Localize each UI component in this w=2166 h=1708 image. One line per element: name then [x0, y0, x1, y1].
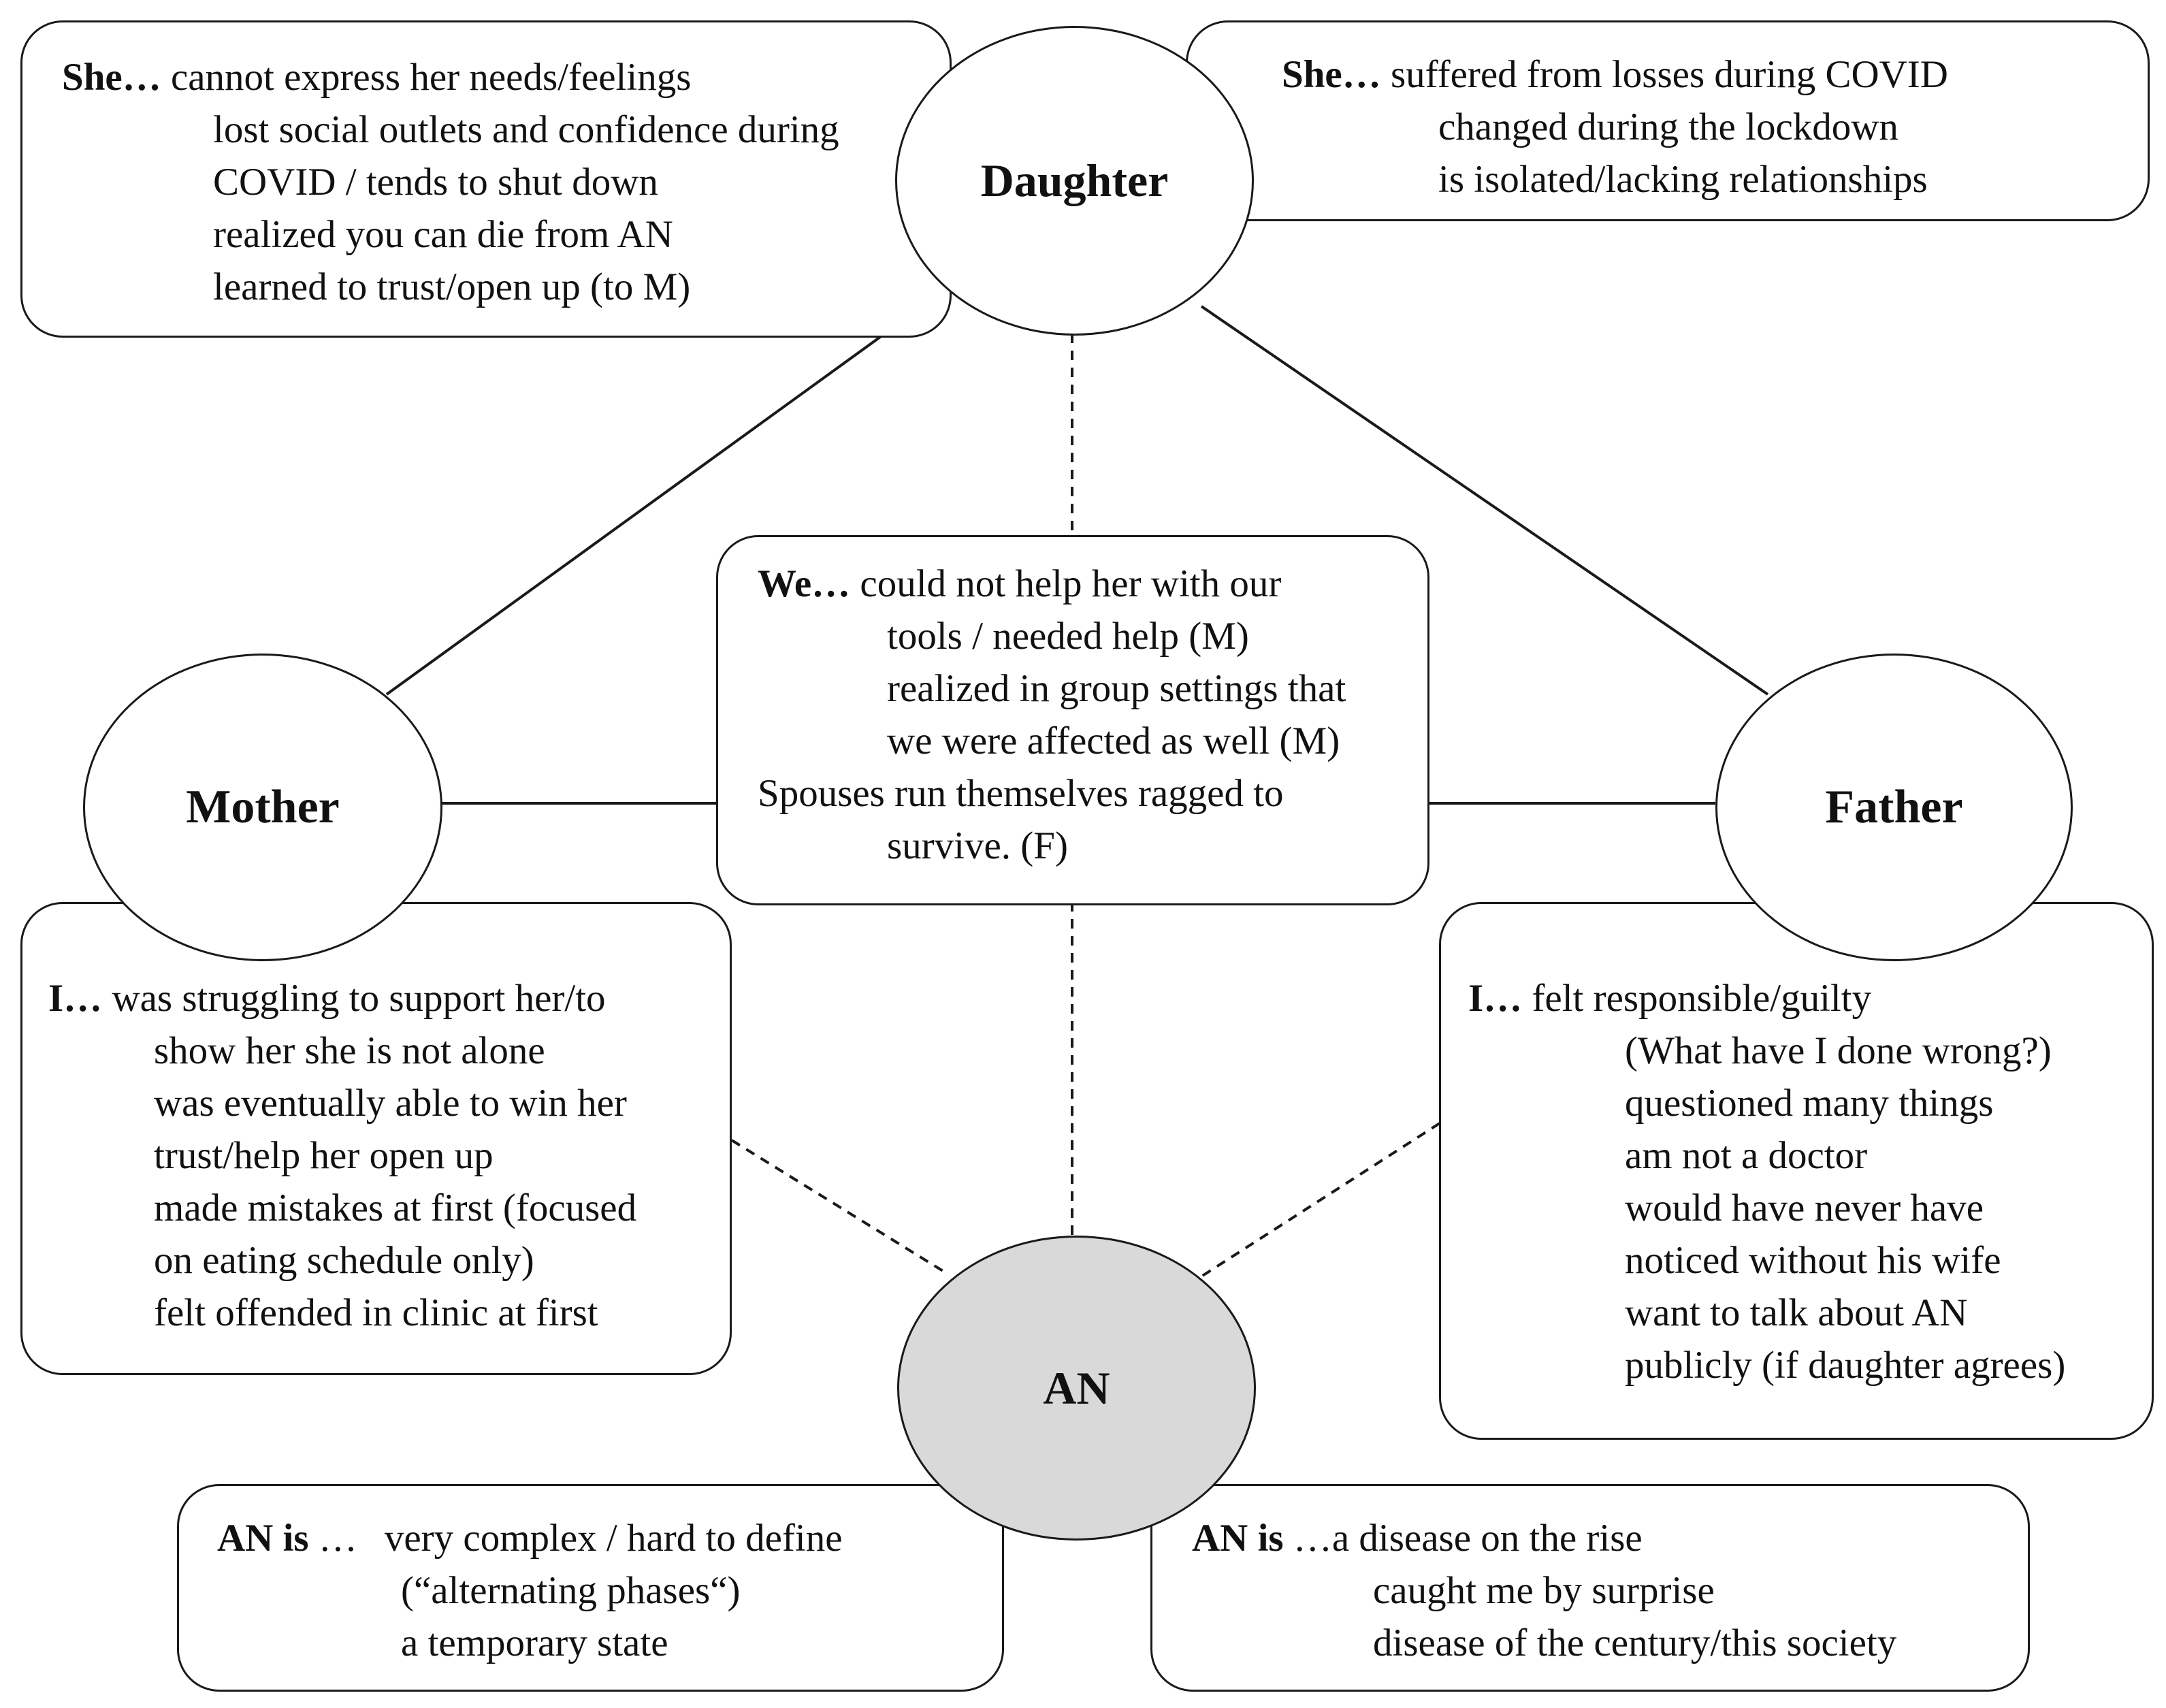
- box-line: very complex / hard to define: [384, 1517, 843, 1560]
- box-line: survive. (F): [887, 824, 1068, 867]
- box-line: show her she is not alone: [154, 1029, 545, 1072]
- she-lead: She…: [1282, 53, 1381, 96]
- an-is-lead: AN is: [1192, 1517, 1284, 1560]
- box-line: lost social outlets and confidence durin…: [213, 108, 839, 151]
- box-line: caught me by surprise: [1373, 1569, 1715, 1612]
- daughter-label: Daughter: [980, 155, 1169, 206]
- box-line: realized you can die from AN: [213, 213, 673, 256]
- box-line: COVID / tends to shut down: [213, 161, 658, 204]
- an-right-box: AN is …a disease on the rise caught me b…: [1150, 1484, 2030, 1692]
- box-line: made mistakes at first (focused: [154, 1187, 637, 1229]
- box-line: trust/help her open up: [154, 1134, 494, 1177]
- mother-label: Mother: [186, 781, 340, 833]
- an-is-lead: AN is: [217, 1517, 309, 1560]
- box-line: (“alternating phases“): [401, 1569, 741, 1612]
- daughter-node: Daughter: [895, 26, 1254, 336]
- box-line: could not help her with our: [860, 562, 1282, 605]
- box-line: cannot express her needs/feelings: [170, 56, 692, 99]
- mother-box: I… was struggling to support her/to show…: [20, 902, 732, 1375]
- box-line: felt offended in clinic at first: [154, 1291, 598, 1334]
- box-line: learned to trust/open up (to M): [213, 265, 691, 308]
- box-line: questioned many things: [1625, 1082, 1994, 1125]
- box-line: tools / needed help (M): [887, 615, 1249, 658]
- box-line: we were affected as well (M): [887, 720, 1340, 762]
- we-box: We… could not help her with our tools / …: [716, 535, 1429, 905]
- i-lead: I…: [48, 977, 103, 1020]
- box-line: felt responsible/guilty: [1532, 977, 1872, 1020]
- father-box: I… felt responsible/guilty (What have I …: [1439, 902, 2154, 1440]
- an-is-ellipsis: …: [308, 1517, 357, 1560]
- dashed-mother-an: [730, 1139, 948, 1274]
- box-line: …a disease on the rise: [1283, 1517, 1643, 1560]
- line-daughter-mother: [385, 332, 886, 696]
- she-lead: She…: [62, 56, 161, 99]
- father-node: Father: [1715, 654, 2073, 961]
- box-line: changed during the lockdown: [1438, 106, 1898, 148]
- mother-node: Mother: [83, 654, 442, 961]
- box-line: (What have I done wrong?): [1625, 1029, 2052, 1072]
- box-line: suffered from losses during COVID: [1390, 53, 1948, 96]
- box-line: disease of the century/this society: [1373, 1622, 1897, 1664]
- an-left-box: AN is … very complex / hard to define (“a…: [177, 1484, 1004, 1692]
- box-line: realized in group settings that: [887, 667, 1346, 710]
- an-label: AN: [1043, 1361, 1110, 1414]
- we-lead: We…: [758, 562, 851, 605]
- i-lead: I…: [1468, 977, 1523, 1020]
- box-line: was struggling to support her/to: [112, 977, 606, 1020]
- dashed-father-an: [1200, 1122, 1441, 1278]
- father-label: Father: [1825, 781, 1963, 833]
- box-line: a temporary state: [401, 1622, 668, 1664]
- daughter-right-box: She… suffered from losses during COVID c…: [1186, 20, 2150, 221]
- box-line: on eating schedule only): [154, 1239, 534, 1282]
- an-node: AN: [897, 1236, 1256, 1541]
- box-line: was eventually able to win her: [154, 1082, 627, 1125]
- box-line: is isolated/lacking relationships: [1438, 158, 1928, 201]
- box-line: Spouses run themselves ragged to: [758, 772, 1284, 815]
- box-line: want to talk about AN: [1625, 1291, 1968, 1334]
- box-line: am not a doctor: [1625, 1134, 1868, 1177]
- box-line: publicly (if daughter agrees): [1625, 1344, 2066, 1387]
- line-daughter-father: [1200, 305, 1769, 696]
- box-line: noticed without his wife: [1625, 1239, 2001, 1282]
- daughter-left-box: She… cannot express her needs/feelings l…: [20, 20, 952, 338]
- box-line: would have never have: [1625, 1187, 1984, 1229]
